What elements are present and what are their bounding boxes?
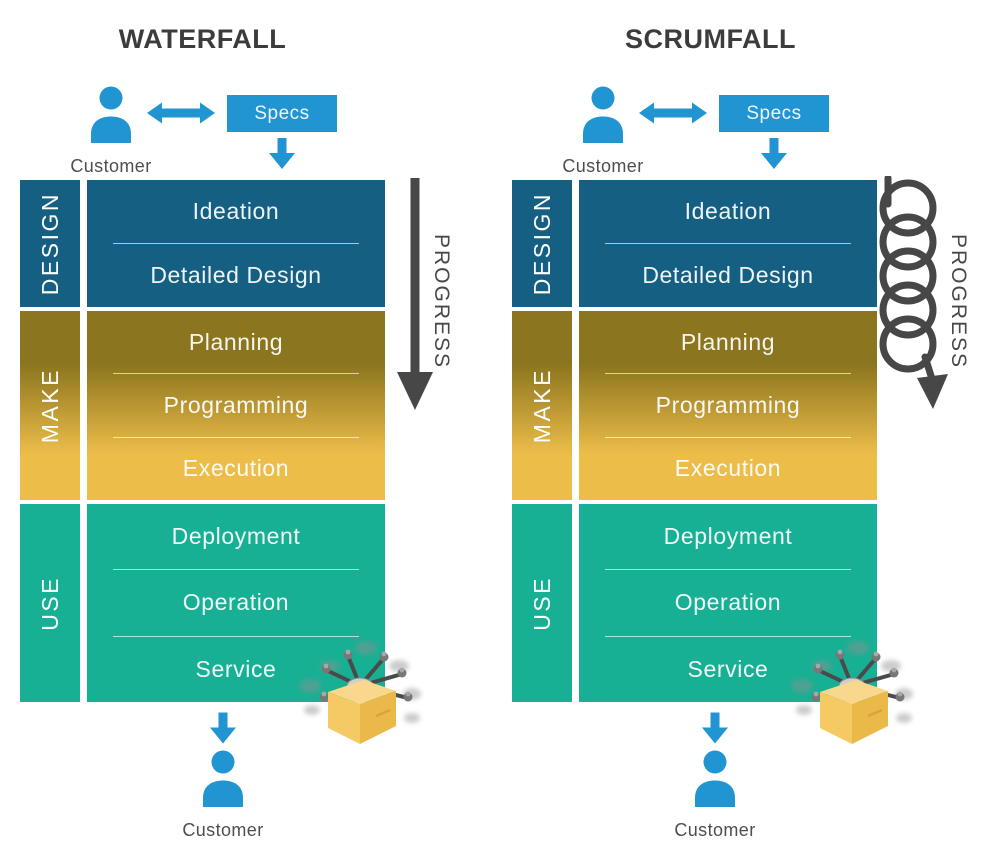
scrumfall-diagram: SCRUMFALL Customer Specs DESIGN Ideation… — [512, 0, 913, 850]
section-label-make: MAKE — [20, 311, 80, 500]
phase-row: Service — [195, 655, 277, 682]
customer-label: Customer — [182, 820, 264, 840]
phase-row: Ideation — [684, 198, 772, 224]
phase-row: Deployment — [171, 523, 301, 550]
customer-label: Customer — [70, 156, 152, 176]
row-divider — [605, 436, 851, 438]
customer-top: Customer — [543, 86, 663, 177]
row-divider — [113, 635, 359, 637]
customer-bottom: Customer — [655, 750, 775, 841]
section-design: Ideation Detailed Design — [579, 180, 877, 307]
phase-row: Execution — [182, 455, 290, 482]
progress-label: PROGRESS — [430, 234, 453, 370]
section-label-make: MAKE — [512, 311, 572, 500]
phase-row: Detailed Design — [642, 262, 814, 288]
phase-row: Programming — [655, 391, 801, 418]
waterfall-diagram: WATERFALL Customer Specs DESIGN Ideation… — [20, 0, 421, 850]
phase-row: Planning — [188, 328, 284, 355]
section-label-design: DESIGN — [512, 180, 572, 307]
row-divider — [605, 243, 851, 244]
customer-bottom: Customer — [163, 750, 283, 841]
down-arrow-icon — [269, 138, 295, 174]
specs-box: Specs — [719, 95, 829, 132]
customer-top: Customer — [51, 86, 171, 177]
section-label-use: USE — [20, 504, 80, 702]
row-divider — [605, 373, 851, 375]
phase-row: Service — [687, 655, 769, 682]
customer-icon — [89, 86, 133, 148]
progress-arrow-icon — [395, 178, 435, 416]
phase-row: Programming — [163, 391, 309, 418]
down-arrow-icon — [702, 711, 728, 750]
diagram-title: SCRUMFALL — [625, 24, 796, 54]
drone-delivery-icon — [788, 636, 916, 753]
customer-icon — [693, 750, 737, 812]
drone-delivery-icon — [296, 636, 424, 753]
progress-label: PROGRESS — [947, 234, 970, 370]
phase-row: Detailed Design — [150, 262, 322, 288]
down-arrow-icon — [210, 711, 236, 750]
row-divider — [605, 635, 851, 637]
down-arrow-icon — [761, 138, 787, 174]
customer-icon — [201, 750, 245, 812]
double-arrow-icon — [639, 100, 707, 131]
section-make: Planning Programming Execution — [579, 311, 877, 500]
row-divider — [605, 569, 851, 571]
phase-row: Operation — [674, 589, 782, 616]
section-make: Planning Programming Execution — [87, 311, 385, 500]
customer-icon — [581, 86, 625, 148]
double-arrow-icon — [147, 100, 215, 131]
row-divider — [113, 373, 359, 375]
phase-row: Operation — [182, 589, 290, 616]
customer-label: Customer — [674, 820, 756, 840]
section-design: Ideation Detailed Design — [87, 180, 385, 307]
diagram-title: WATERFALL — [118, 24, 287, 54]
row-divider — [113, 436, 359, 438]
customer-label: Customer — [562, 156, 644, 176]
phase-row: Planning — [680, 328, 776, 355]
phase-row: Ideation — [192, 198, 280, 224]
row-divider — [113, 243, 359, 244]
phase-row: Execution — [674, 455, 782, 482]
section-label-design: DESIGN — [20, 180, 80, 307]
phase-row: Deployment — [663, 523, 793, 550]
row-divider — [113, 569, 359, 571]
specs-box: Specs — [227, 95, 337, 132]
progress-spiral-icon — [870, 174, 950, 416]
section-label-use: USE — [512, 504, 572, 702]
